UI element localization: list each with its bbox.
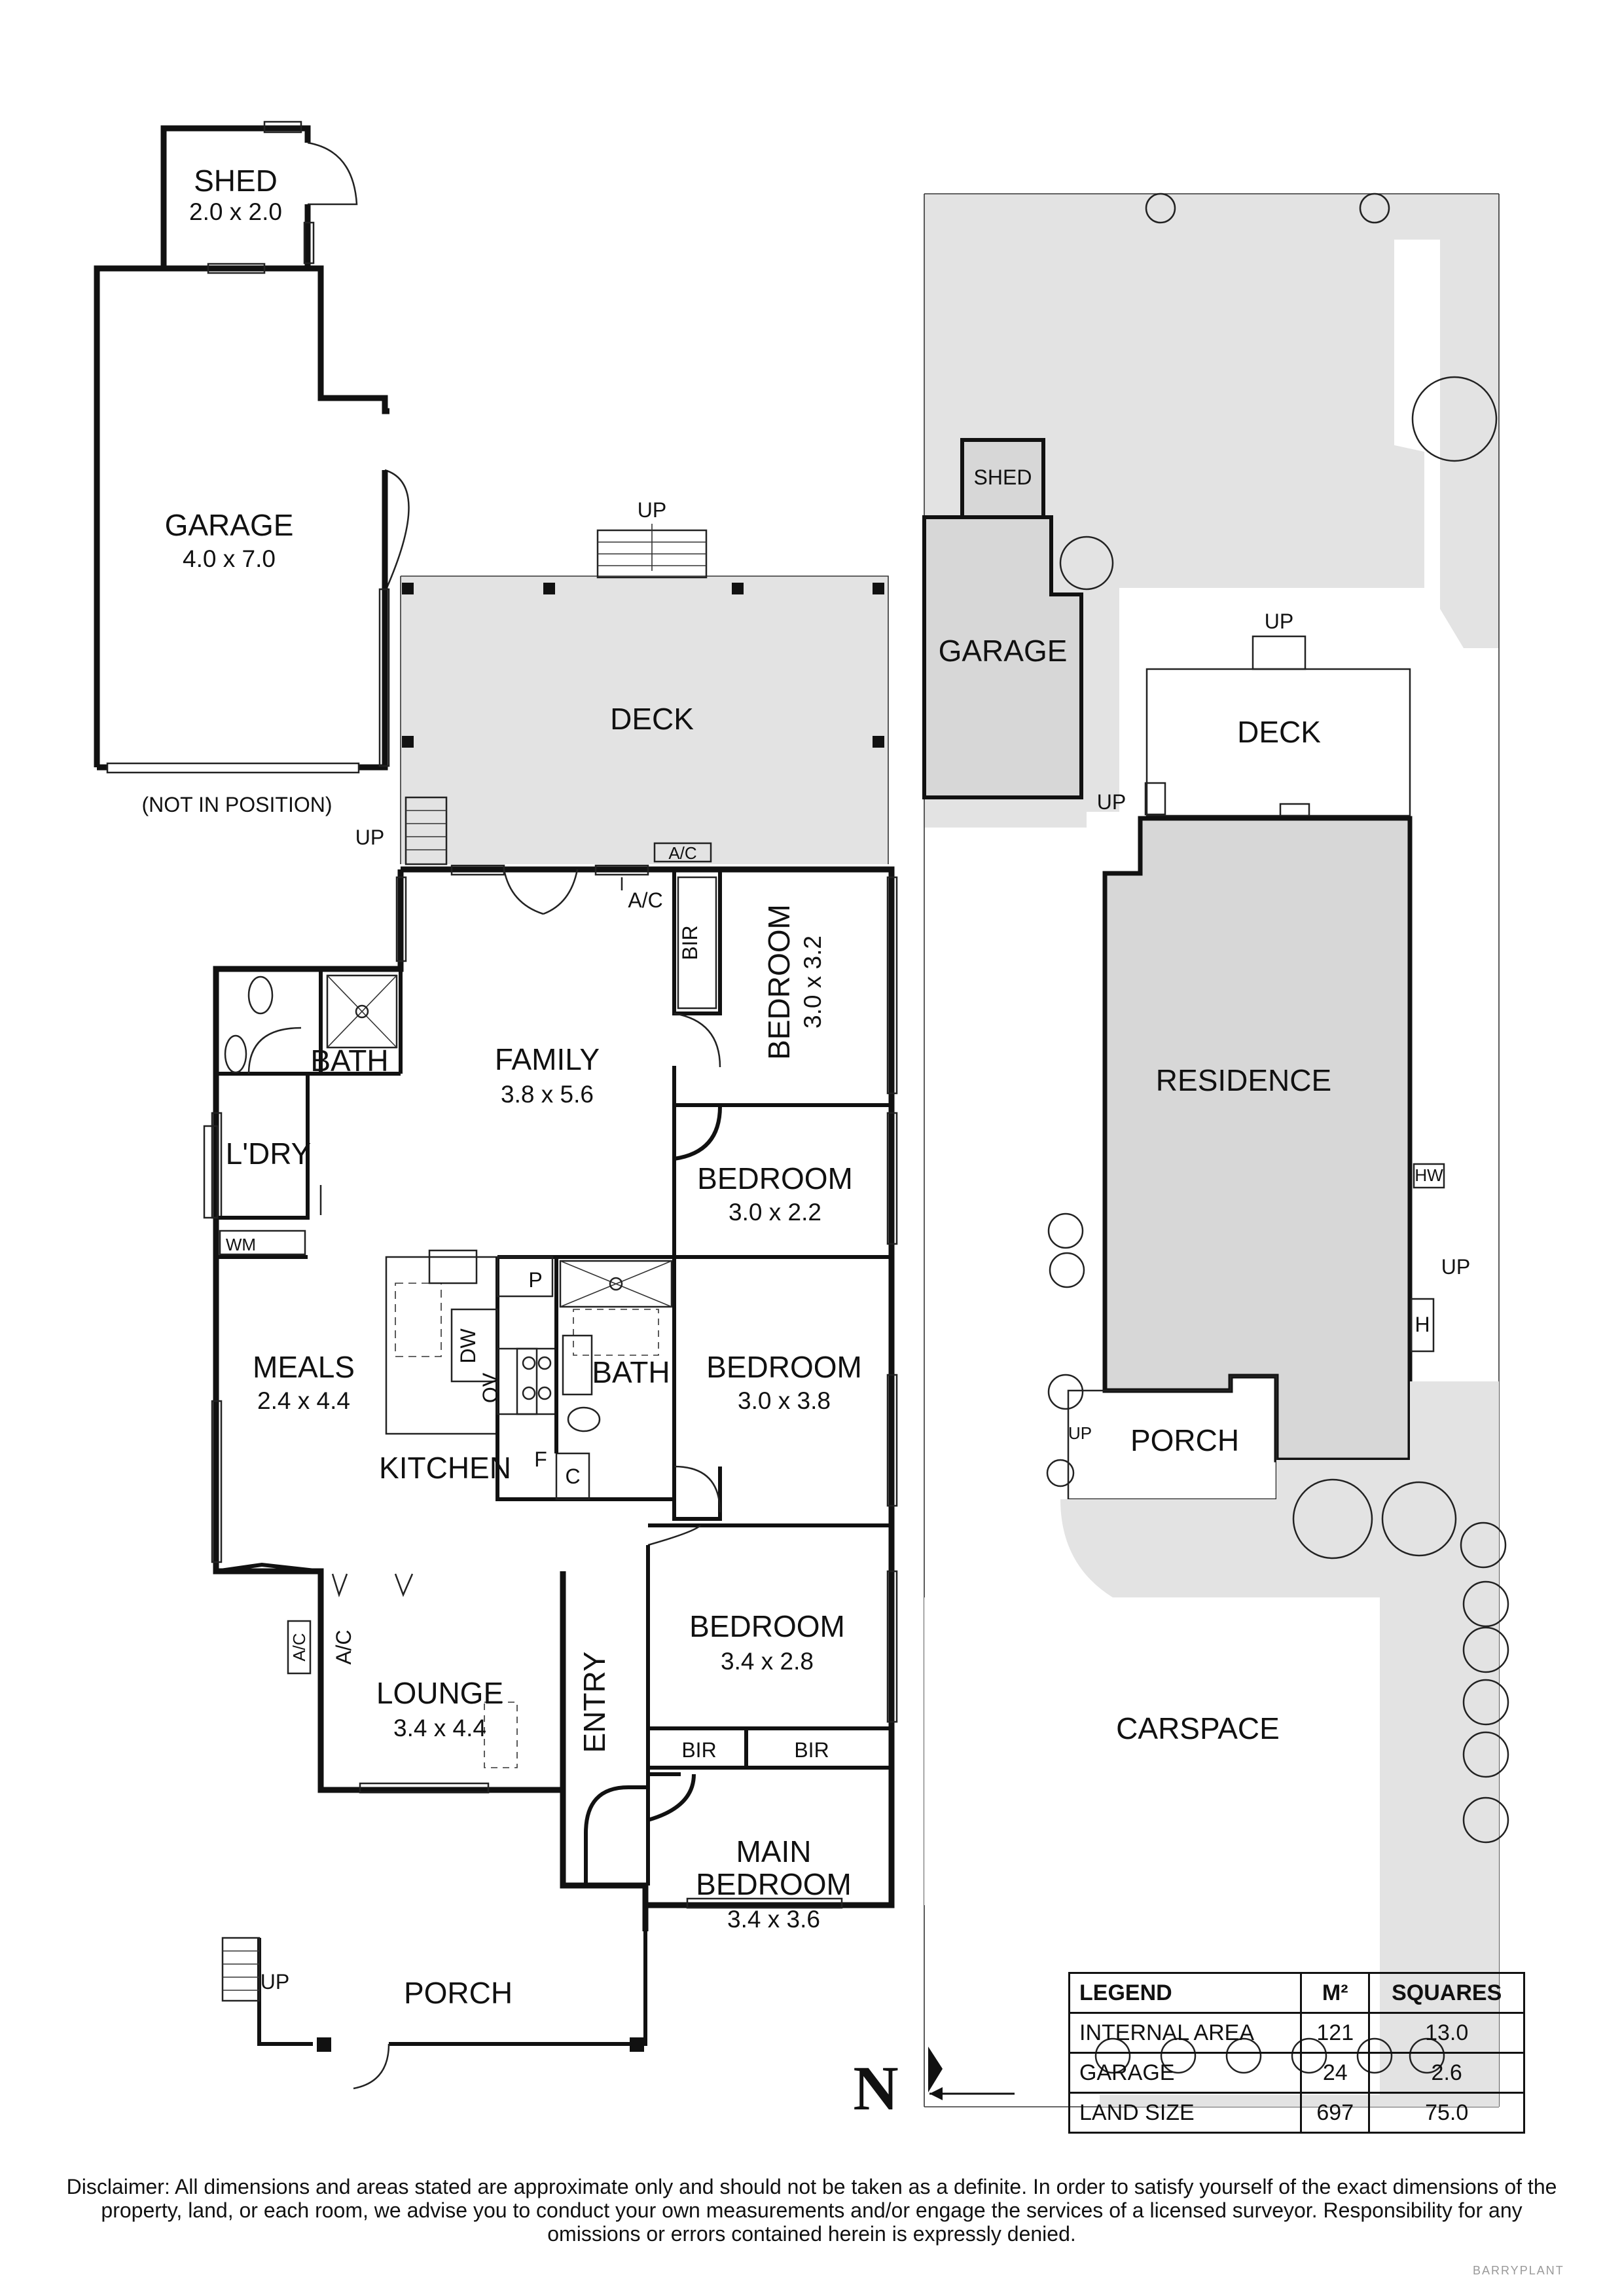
deck-label: DECK bbox=[610, 702, 694, 736]
deck: UP DECK UP A/C bbox=[355, 498, 889, 866]
bedroom3-dim: 3.0 x 3.8 bbox=[738, 1387, 831, 1414]
bir2-label: BIR bbox=[681, 1738, 716, 1762]
bedroom1-dim: 3.0 x 3.2 bbox=[799, 936, 826, 1029]
legend-row-squares: 2.6 bbox=[1368, 2052, 1525, 2094]
lounge-ac-label-1: A/C bbox=[289, 1633, 309, 1661]
legend-table: LEGEND M² SQUARES INTERNAL AREA 121 13.0… bbox=[1068, 1972, 1525, 2134]
c-label: C bbox=[565, 1465, 580, 1488]
bedroom4-label: BEDROOM bbox=[689, 1609, 845, 1643]
bedroom2-label: BEDROOM bbox=[697, 1161, 853, 1195]
legend-row-label: INTERNAL AREA bbox=[1068, 2012, 1303, 2054]
garage: GARAGE 4.0 x 7.0 (NOT IN POSITION) bbox=[94, 263, 410, 816]
deck-stairs bbox=[596, 524, 708, 579]
family-label: FAMILY bbox=[495, 1042, 600, 1076]
meals-label: MEALS bbox=[253, 1350, 355, 1384]
bedroom2-dim: 3.0 x 2.2 bbox=[729, 1199, 821, 1226]
bath2-label: BATH bbox=[592, 1355, 670, 1389]
site-porch-label: PORCH bbox=[1130, 1423, 1239, 1457]
shed: SHED 2.0 x 2.0 bbox=[160, 120, 358, 268]
bath1-label: BATH bbox=[310, 1044, 388, 1078]
legend-header-label: LEGEND bbox=[1068, 1972, 1303, 2014]
legend-row: GARAGE 24 2.6 bbox=[1068, 2052, 1525, 2094]
site-side-up-label: UP bbox=[1097, 790, 1126, 814]
porch-up-label: UP bbox=[261, 1970, 289, 1994]
legend-header-m2: M² bbox=[1300, 1972, 1371, 2014]
legend-row: LAND SIZE 697 75.0 bbox=[1068, 2092, 1525, 2134]
f-label: F bbox=[534, 1448, 547, 1471]
bedroom3-label: BEDROOM bbox=[706, 1350, 862, 1384]
main-bedroom-label-2: BEDROOM bbox=[696, 1867, 852, 1901]
family-dim: 3.8 x 5.6 bbox=[501, 1081, 594, 1108]
lounge-label: LOUNGE bbox=[376, 1676, 503, 1710]
pantry-label: P bbox=[528, 1268, 542, 1292]
shed-label: SHED bbox=[194, 164, 278, 198]
hw-label: HW bbox=[1415, 1165, 1443, 1185]
entry-label: ENTRY bbox=[577, 1651, 611, 1753]
bedroom1-label: BEDROOM bbox=[762, 904, 796, 1060]
site-deck-label: DECK bbox=[1237, 715, 1321, 749]
ov-label: OV bbox=[478, 1372, 502, 1403]
room-labels: FAMILY 3.8 x 5.6 BEDROOM 3.0 x 3.2 BEDRO… bbox=[253, 904, 862, 1933]
main-bedroom-label-1: MAIN bbox=[736, 1834, 812, 1868]
legend-header-row: LEGEND M² SQUARES bbox=[1068, 1972, 1525, 2014]
site-carspace-label: CARSPACE bbox=[1116, 1711, 1280, 1745]
internal-walls: BATH WM L'DRY P DW OV C F BATH BIR bbox=[203, 864, 892, 1886]
lounge-ac-label-2: A/C bbox=[332, 1630, 355, 1664]
site-plan: SHED GARAGE UP DECK UP RESIDENCE HW H UP… bbox=[922, 192, 1509, 2107]
garage-dim: 4.0 x 7.0 bbox=[183, 545, 276, 572]
legend-row: INTERNAL AREA 121 13.0 bbox=[1068, 2012, 1525, 2054]
north-compass: N bbox=[853, 2047, 943, 2123]
deck-up-label: UP bbox=[638, 498, 666, 522]
bir1-label: BIR bbox=[678, 925, 702, 960]
site-residence-label: RESIDENCE bbox=[1156, 1063, 1331, 1097]
kitchen-label: KITCHEN bbox=[379, 1451, 511, 1485]
bir3-label: BIR bbox=[794, 1738, 829, 1762]
porch-label: PORCH bbox=[404, 1976, 513, 2010]
site-rear-up-label: UP bbox=[1441, 1255, 1470, 1279]
north-label: N bbox=[853, 2053, 898, 2123]
disclaimer-text: Disclaimer: All dimensions and areas sta… bbox=[66, 2175, 1557, 2246]
side-stairs bbox=[405, 796, 448, 866]
front-porch: UP PORCH bbox=[221, 1931, 647, 2090]
main-bedroom-dim: 3.4 x 3.6 bbox=[727, 1906, 820, 1933]
legend-header-squares: SQUARES bbox=[1368, 1972, 1525, 2014]
site-deck-up-label: UP bbox=[1265, 610, 1293, 633]
brand-watermark: BARRYPLANT bbox=[1473, 2264, 1564, 2277]
wm-label: WM bbox=[226, 1235, 256, 1254]
lounge-dim: 3.4 x 4.4 bbox=[393, 1715, 486, 1741]
deck-ac-label: A/C bbox=[668, 843, 696, 863]
laundry-label: L'DRY bbox=[226, 1137, 312, 1171]
site-porch-up-label: UP bbox=[1068, 1423, 1092, 1443]
meals-dim: 2.4 x 4.4 bbox=[257, 1387, 350, 1414]
dw-label: DW bbox=[456, 1328, 480, 1364]
site-shed-label: SHED bbox=[974, 465, 1032, 489]
h-label: H bbox=[1415, 1313, 1430, 1336]
site-garage-label: GARAGE bbox=[939, 634, 1068, 668]
garage-label: GARAGE bbox=[165, 508, 294, 542]
legend-row-label: LAND SIZE bbox=[1068, 2092, 1303, 2134]
legend-row-m2: 121 bbox=[1300, 2012, 1371, 2054]
bedroom4-dim: 3.4 x 2.8 bbox=[721, 1648, 814, 1675]
legend-row-squares: 75.0 bbox=[1368, 2092, 1525, 2134]
legend-row-m2: 24 bbox=[1300, 2052, 1371, 2094]
legend-row-label: GARAGE bbox=[1068, 2052, 1303, 2094]
family-ac-label: A/C bbox=[628, 888, 662, 912]
side-up-label: UP bbox=[355, 826, 384, 849]
garage-not-in-position: (NOT IN POSITION) bbox=[142, 793, 333, 816]
legend-row-squares: 13.0 bbox=[1368, 2012, 1525, 2054]
legend-row-m2: 697 bbox=[1300, 2092, 1371, 2134]
shed-dim: 2.0 x 2.0 bbox=[189, 198, 282, 225]
